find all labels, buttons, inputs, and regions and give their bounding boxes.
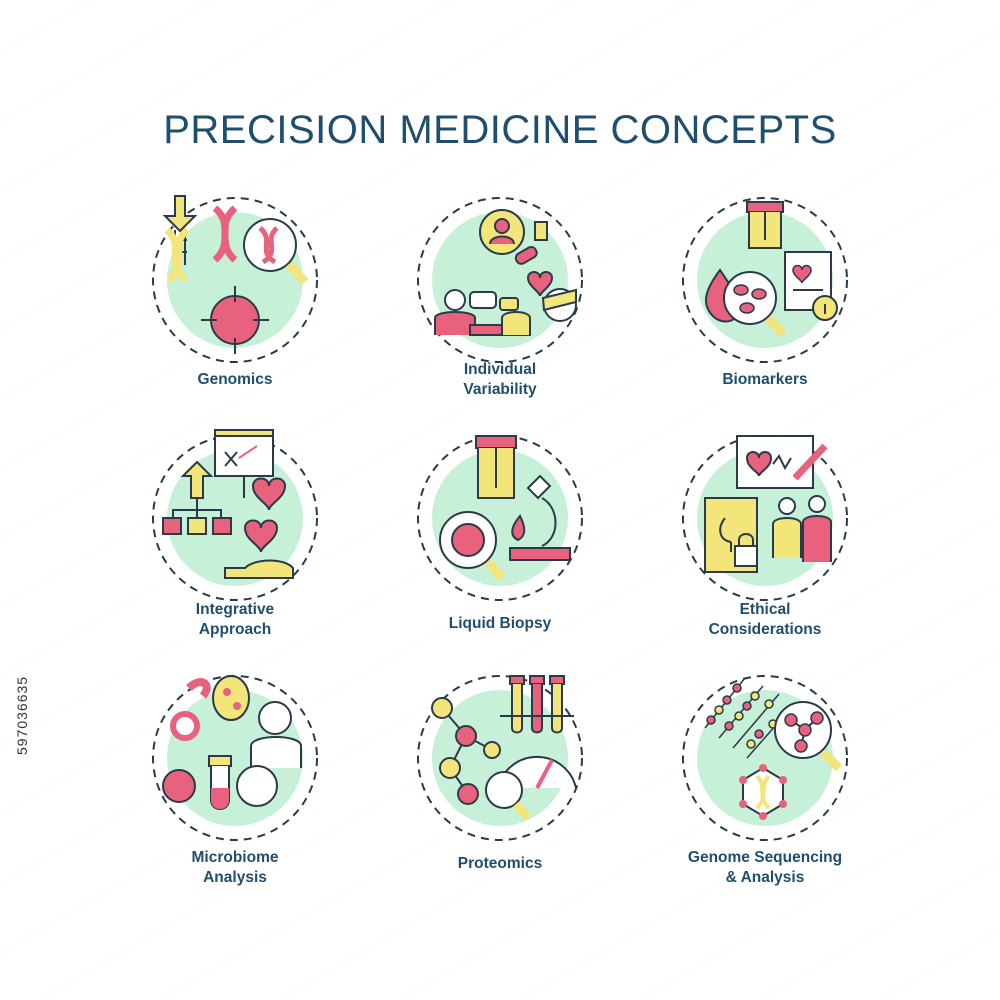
concept-liquid-biopsy: Liquid Biopsy [370, 428, 630, 678]
stock-id-watermark: 597036635 [14, 675, 30, 755]
patient-doctor-icon [417, 197, 583, 363]
test-tubes-molecule-icon [417, 675, 583, 841]
concept-label: Genomics [197, 371, 273, 388]
bacteria-person-icon [152, 675, 318, 841]
concept-genome-sequencing-analysis: Genome Sequencing& Analysis [635, 668, 895, 918]
concept-label: Genome Sequencing& Analysis [687, 849, 843, 886]
concept-proteomics: Proteomics [370, 668, 630, 918]
microscope-sample-icon [417, 435, 583, 601]
blood-sample-report-icon [682, 197, 848, 363]
dna-magnifier-icon [152, 195, 318, 363]
flowchart-heart-icon [152, 429, 318, 601]
sequence-network-icon [682, 675, 848, 841]
medical-record-lock-icon [682, 435, 848, 601]
concept-genomics: Genomics [105, 190, 365, 440]
concept-label: Liquid Biopsy [448, 615, 552, 632]
concept-label: Proteomics [457, 855, 543, 872]
concept-label: Biomarkers [722, 371, 808, 388]
page-title: PRECISION MEDICINE CONCEPTS [163, 108, 837, 152]
concept-biomarkers: Biomarkers [635, 190, 895, 440]
